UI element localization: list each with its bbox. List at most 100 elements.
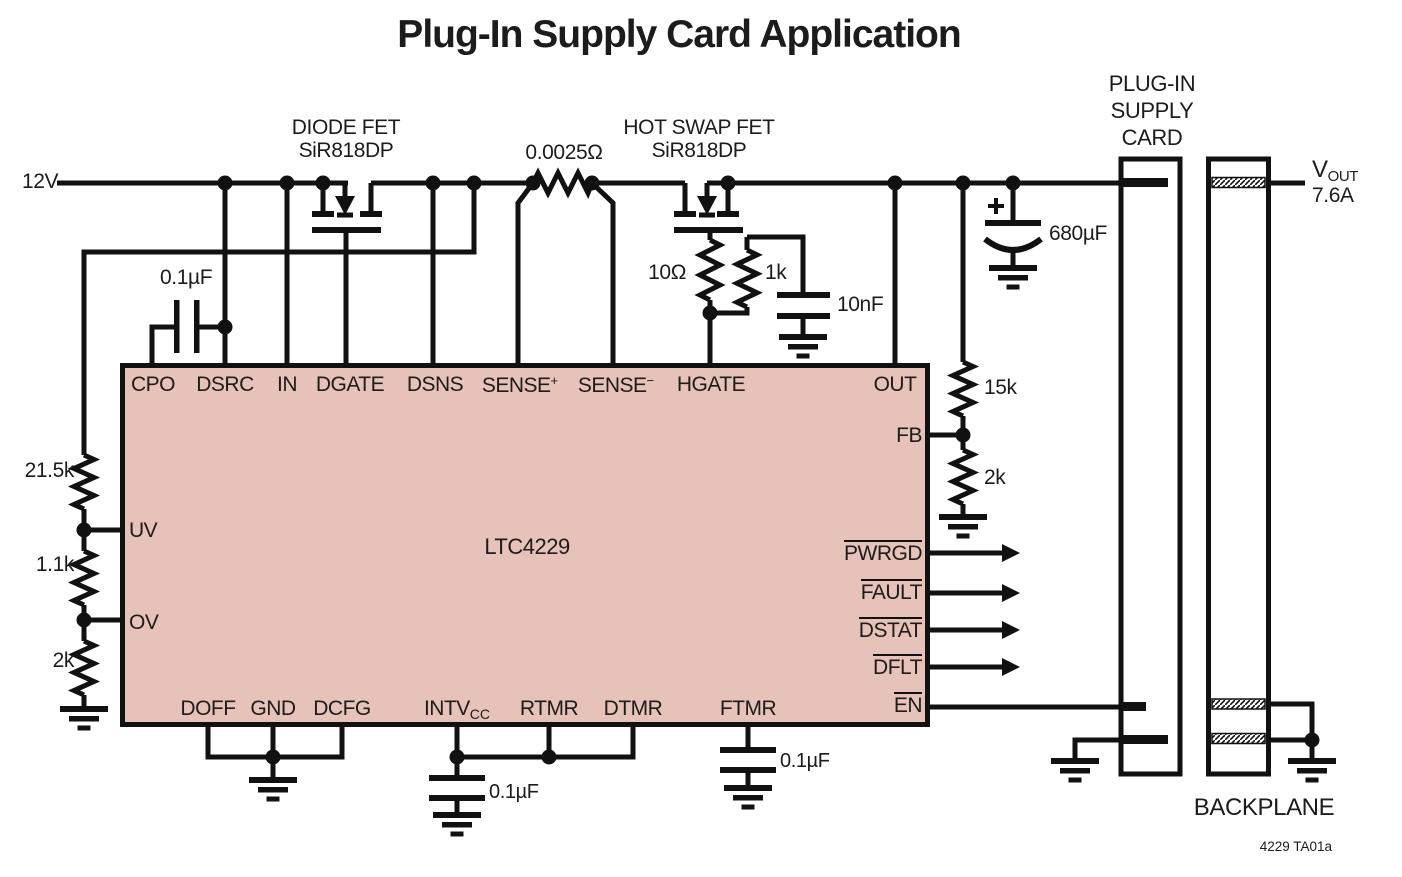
junction-dots	[76, 175, 1320, 765]
backplane-gnd-pad	[1211, 732, 1266, 745]
hgate-wires	[707, 233, 806, 363]
pin-sense-minus: SENSE−	[577, 373, 655, 397]
status-output-wires	[930, 550, 1002, 670]
hgate-r-value: 10Ω	[648, 261, 686, 284]
capacitors	[174, 198, 1043, 801]
backplane-en-pad	[1211, 698, 1266, 710]
gate-bar	[312, 227, 381, 233]
snub-r-value: 1k	[765, 261, 787, 284]
pin-dsrc: DSRC	[196, 373, 254, 396]
ic-ltc4229-body	[120, 363, 930, 727]
cpo-cap-wires	[149, 324, 225, 363]
fb-wires	[930, 183, 966, 514]
ground-icon	[1288, 758, 1336, 783]
page-title: Plug-In Supply Card Application	[397, 13, 961, 56]
card-connector	[1118, 156, 1183, 777]
ftmr-cap-plate	[720, 767, 776, 773]
input-voltage-label: 12V	[22, 170, 59, 193]
pin-out: OUT	[873, 373, 917, 396]
pin-gnd: GND	[250, 697, 296, 720]
ground-icon	[433, 812, 481, 837]
resistors	[67, 167, 980, 698]
card-connector-label: PLUG-IN SUPPLY CARD	[1108, 71, 1196, 150]
diode-fet-label: DIODE FET SiR818DP	[291, 116, 401, 162]
ground-icon	[779, 334, 827, 359]
ground-icon	[60, 706, 108, 731]
ic-name: LTC4229	[484, 534, 570, 559]
resistor-15k	[946, 359, 980, 419]
fb-r-bot-value: 2k	[984, 466, 1006, 489]
body-diode-arrow	[697, 196, 717, 215]
dflt-arrowhead	[1002, 658, 1020, 676]
pin-pwrgd: PWRGD	[844, 540, 923, 565]
pin-doff: DOFF	[180, 697, 236, 720]
card-en-pad	[1121, 702, 1146, 711]
fault-arrowhead	[1002, 584, 1020, 602]
backplane-connector	[1206, 156, 1271, 777]
card-gnd-pad	[1121, 735, 1168, 744]
pwrgd-arrowhead	[1002, 544, 1020, 562]
plus-sign	[988, 198, 1004, 214]
status-arrowheads	[1002, 544, 1020, 676]
pin-ftmr: FTMR	[719, 697, 777, 720]
pin-dstat: DSTAT	[858, 617, 923, 642]
ground-icon	[249, 777, 297, 802]
resistor-1k	[731, 247, 763, 310]
fet-stubs	[320, 183, 731, 212]
backplane-label: BACKPLANE	[1193, 794, 1335, 821]
card-power-pad	[1121, 178, 1168, 187]
sense-minus-wire	[590, 181, 616, 363]
pin-cpo: CPO	[130, 373, 176, 396]
resistor-21.5k	[67, 452, 101, 512]
hot-swap-fet-symbol	[674, 196, 743, 233]
pin-intvcc: INTVCC	[423, 697, 491, 722]
resistor-10ohm	[694, 237, 726, 303]
resistor-2k-uv	[67, 638, 101, 698]
vout-label: VOUT	[1312, 156, 1359, 185]
ground-icon	[724, 785, 772, 810]
cpo-cap-plate	[194, 300, 200, 353]
out-cap-plate	[985, 220, 1041, 226]
intvcc-cap-plate	[429, 795, 485, 801]
snub-c-value: 10nF	[837, 293, 884, 316]
diode-fet-symbol	[312, 196, 382, 233]
pin-dflt: DFLT	[873, 654, 922, 679]
ftmr-cap-plate	[720, 747, 776, 753]
output-current-label: 7.6A	[1312, 184, 1354, 207]
uv-r-top-value: 21.5k	[24, 459, 75, 482]
dstat-arrowhead	[1002, 621, 1020, 639]
cpo-cap-value: 0.1µF	[160, 266, 213, 289]
ftmr-cap-value: 0.1µF	[780, 750, 830, 772]
sense-plus-wire	[515, 181, 535, 363]
ground-icon	[939, 514, 987, 539]
out-cap-curved-plate	[983, 236, 1043, 253]
backplane-vout-pad	[1211, 176, 1266, 189]
snub-cap-plate	[777, 313, 830, 319]
sense-resistor-zigzag	[530, 167, 595, 200]
sense-resistor-value: 0.0025Ω	[525, 141, 603, 164]
pin-ov: OV	[129, 611, 159, 634]
hot-swap-fet-label: HOT SWAP FET SiR818DP	[623, 116, 775, 162]
body-diode-arrow	[335, 196, 355, 215]
intvcc-cap-value: 0.1µF	[489, 781, 539, 803]
resistor-1.1k	[67, 548, 101, 608]
uv-r-mid-value: 1.1k	[35, 553, 74, 576]
pin-dtmr: DTMR	[603, 697, 663, 720]
pin-sense-plus: SENSE+	[481, 373, 559, 397]
power-rail	[57, 180, 1121, 196]
pin-uv: UV	[129, 519, 158, 542]
pin-dgate: DGATE	[315, 373, 385, 396]
card-gnd-wire	[1072, 737, 1122, 758]
figure-note: 4229 TA01a	[1259, 839, 1332, 854]
pin-dcfg: DCFG	[313, 697, 371, 720]
pin-rtmr: RTMR	[519, 697, 579, 720]
uv-divider-wires	[81, 509, 120, 706]
pin-hgate: HGATE	[676, 373, 746, 396]
pin-dsns: DSNS	[406, 373, 464, 396]
ground-icon	[1051, 758, 1099, 783]
pin-fault: FAULT	[860, 579, 923, 604]
snub-cap-plate	[777, 292, 830, 298]
cpo-cap-plate	[174, 300, 180, 353]
